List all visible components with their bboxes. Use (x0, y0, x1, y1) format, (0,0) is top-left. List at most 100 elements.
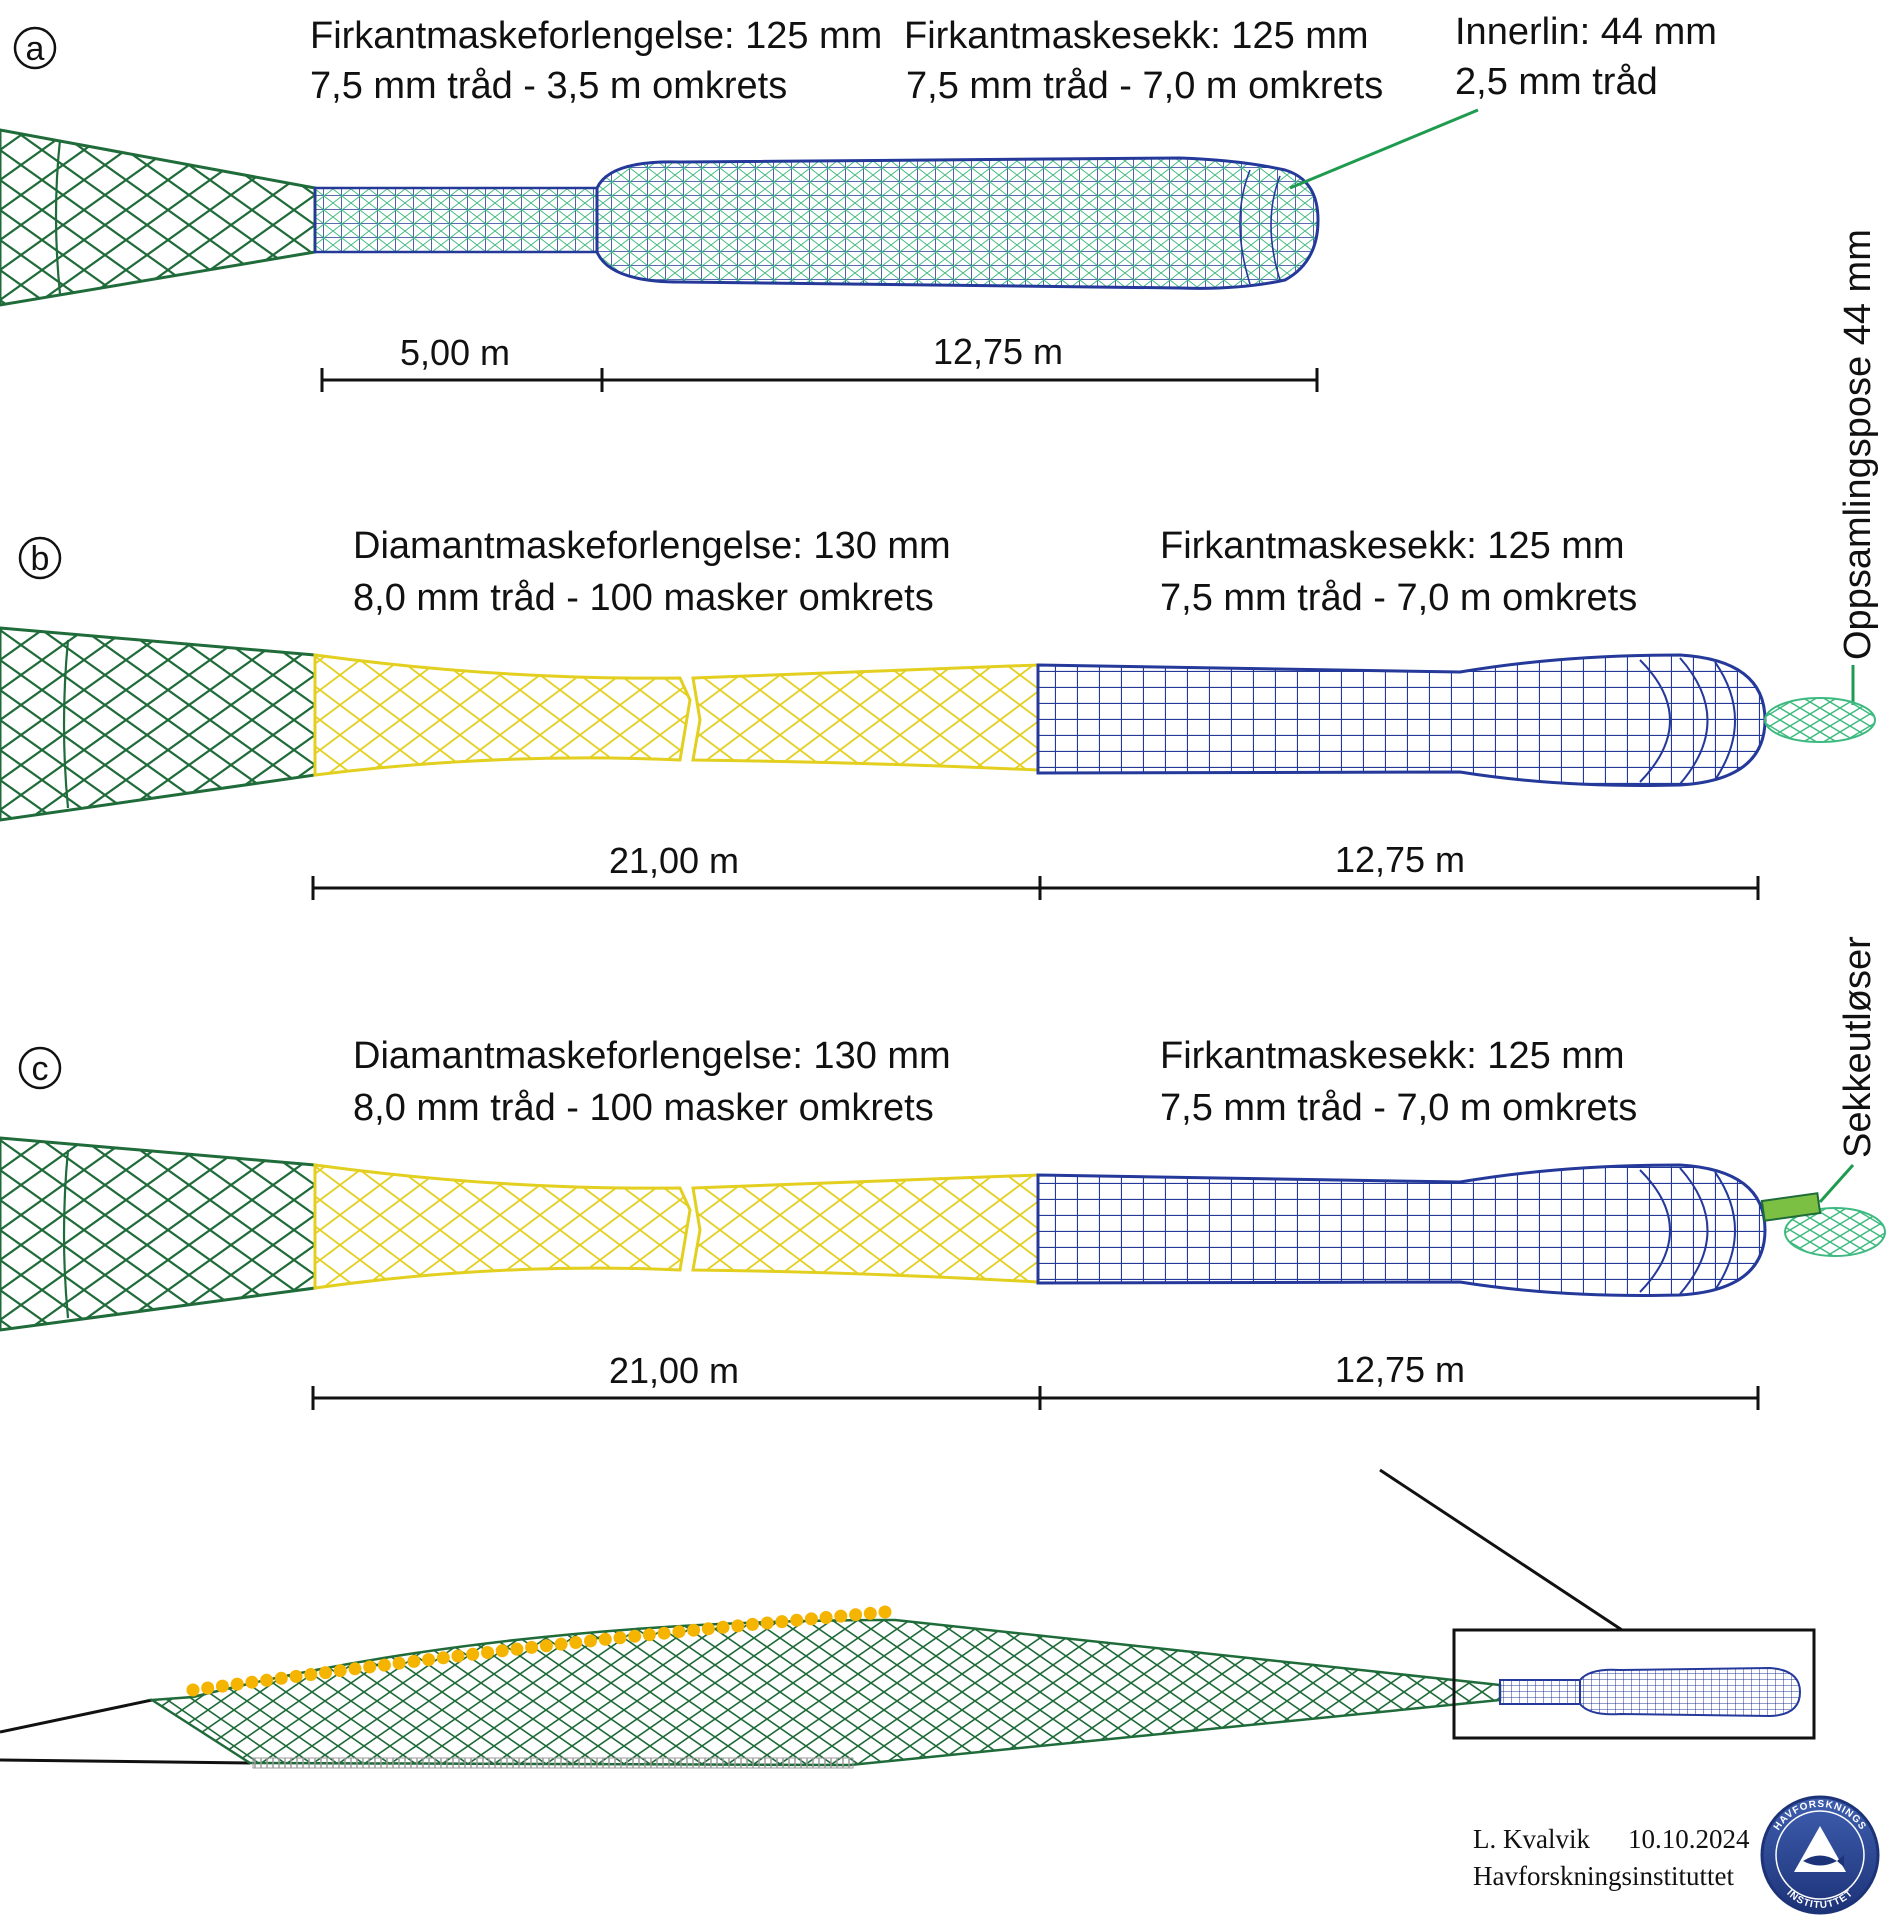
headline-float (834, 1609, 848, 1623)
headline-float (407, 1654, 421, 1668)
headline-float (804, 1612, 818, 1626)
panel-a-sack-title: Firkantmaskesekk: 125 mm (904, 15, 1369, 57)
credit-institute: Havforskningsinstituttet (1473, 1861, 1734, 1891)
panel-c-extension-title: Diamantmaskeforlengelse: 130 mm (353, 1035, 951, 1077)
panel-b-letter: b (31, 540, 50, 578)
panel-c-trawl-cone (0, 1136, 317, 1332)
codend-zoom-pointer (1379, 1468, 1623, 1632)
panel-b-sack-title: Firkantmaskesekk: 125 mm (1160, 525, 1625, 567)
panel-b-square-mesh-codend (1036, 653, 1767, 787)
headline-float (260, 1673, 274, 1687)
headline-float (215, 1679, 229, 1693)
headline-float (878, 1605, 892, 1619)
headline-float (849, 1608, 863, 1622)
panel-c-extension-spec: 8,0 mm tråd - 100 masker omkrets (353, 1087, 934, 1129)
headline-float (466, 1647, 480, 1661)
trawl-overview (0, 1468, 1816, 1769)
headline-float (701, 1622, 715, 1636)
panel-c-codend-release-label: Sekkeutløser (1837, 936, 1879, 1158)
panel-b-collection-bag (1764, 697, 1876, 743)
panel-c-letter: c (32, 1050, 49, 1088)
headline-float (554, 1637, 568, 1651)
panel-a-extension-title: Firkantmaskeforlengelse: 125 mm (310, 15, 882, 57)
panel-c-letter-badge: c (18, 1046, 62, 1090)
headline-float (716, 1620, 730, 1634)
credit-block: L. Kvalvik 10.10.2024 Havforskningsinsti… (1473, 1824, 1750, 1891)
panel-c-codend-release-device (1760, 1192, 1822, 1222)
headline-float (863, 1606, 877, 1620)
headline-float (436, 1651, 450, 1665)
headline-float (422, 1653, 436, 1667)
headline-float (186, 1683, 200, 1697)
panel-a-sack-spec: 7,5 mm tråd - 7,0 m omkrets (906, 65, 1383, 107)
headline-float (451, 1649, 465, 1663)
trawl-headline-floats (186, 1605, 892, 1697)
headline-float (377, 1658, 391, 1672)
headline-float (687, 1623, 701, 1637)
headline-float (628, 1629, 642, 1643)
panel-c-length-extension: 21,00 m (609, 1350, 739, 1391)
headline-float (495, 1644, 509, 1658)
headline-float (201, 1681, 215, 1695)
panel-b-extension-spec: 8,0 mm tråd - 100 masker omkrets (353, 577, 934, 619)
panel-b-letter-badge: b (18, 536, 62, 580)
panel-a: a Firkantmaskeforlengelse: 125 mm 7,5 mm… (0, 11, 1717, 392)
panel-a-square-mesh-extension (313, 186, 599, 254)
panel-a-letter-badge: a (13, 26, 57, 70)
headline-float (319, 1666, 332, 1680)
headline-float (525, 1640, 539, 1654)
panel-a-liner-spec: 2,5 mm tråd (1455, 61, 1658, 103)
panel-c-collection-bag (1784, 1207, 1886, 1257)
panel-b: b Diamantmaskeforlengelse: 130 mm 8,0 mm… (0, 229, 1879, 900)
trawl-net-body (148, 1618, 1502, 1767)
headline-float (598, 1632, 612, 1646)
panel-c: c Diamantmaskeforlengelse: 130 mm 8,0 mm… (0, 936, 1886, 1410)
panel-c-sack-spec: 7,5 mm tråd - 7,0 m omkrets (1160, 1087, 1637, 1129)
panel-a-trawl-cone (0, 128, 317, 307)
headline-float (274, 1671, 288, 1685)
headline-float (642, 1628, 656, 1642)
panel-a-letter: a (26, 30, 45, 68)
headline-float (333, 1664, 347, 1678)
panel-b-trawl-cone (0, 626, 317, 822)
panel-b-sack-spec: 7,5 mm tråd - 7,0 m omkrets (1160, 577, 1637, 619)
headline-float (775, 1615, 789, 1629)
headline-float (230, 1677, 244, 1691)
credit-date: 10.10.2024 (1628, 1824, 1750, 1854)
panel-a-liner-pointer-line (1289, 108, 1479, 190)
panel-a-liner-title: Innerlin: 44 mm (1455, 11, 1717, 53)
trawl-groundrope (252, 1757, 854, 1769)
trawl-warp-lower (0, 1758, 251, 1765)
headline-float (746, 1617, 759, 1631)
headline-float (392, 1656, 406, 1670)
codend-zoom-box (1452, 1628, 1816, 1740)
headline-float (657, 1626, 671, 1640)
headline-float (790, 1613, 804, 1627)
panel-c-length-scale (311, 1386, 1760, 1410)
headline-float (363, 1660, 377, 1674)
trawl-overview-codend (1579, 1666, 1802, 1718)
panel-a-length-scale (320, 368, 1319, 392)
panel-b-length-scale (311, 876, 1760, 900)
panel-a-length-codend: 12,75 m (933, 331, 1063, 372)
headline-float (289, 1669, 303, 1683)
headline-float (481, 1646, 494, 1659)
panel-a-extension-spec: 7,5 mm tråd - 3,5 m omkrets (310, 65, 787, 107)
headline-float (348, 1662, 362, 1676)
panel-b-collection-bag-label: Oppsamlingspose 44 mm (1837, 229, 1879, 660)
panel-b-length-codend: 12,75 m (1335, 839, 1465, 880)
panel-b-diamond-mesh-extension (313, 653, 692, 777)
fish-triangle-logo-icon: HAVFORSKNINGS INSTITUTTET (1760, 1795, 1880, 1915)
headline-float (539, 1639, 553, 1653)
trawl-warp-upper (0, 1698, 153, 1734)
headline-float (613, 1631, 627, 1645)
panel-a-square-mesh-codend (595, 156, 1320, 290)
panel-c-length-codend: 12,75 m (1335, 1349, 1465, 1390)
headline-float (731, 1619, 745, 1633)
headline-float (672, 1625, 686, 1639)
headline-float (819, 1611, 833, 1624)
panel-c-diamond-mesh-extension (313, 1163, 692, 1290)
panel-a-length-extension: 5,00 m (400, 332, 510, 373)
panel-b-extension-title: Diamantmaskeforlengelse: 130 mm (353, 525, 951, 567)
credit-author: L. Kvalvik (1473, 1824, 1590, 1854)
